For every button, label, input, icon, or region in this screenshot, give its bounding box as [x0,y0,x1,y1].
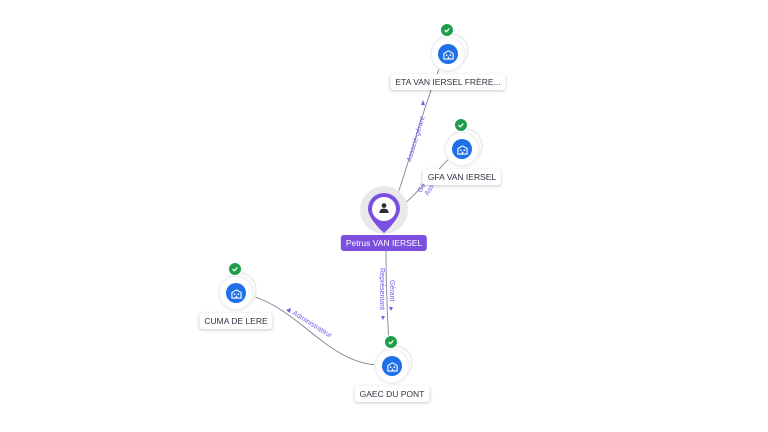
person-icon [379,203,389,213]
verified-check-icon [228,262,242,276]
company-icon-wrap [220,262,252,309]
person-name-label: Petrus VAN IERSEL [340,235,428,251]
edge-arrow-cuma [286,308,291,313]
verified-check-icon [384,335,398,349]
edge-gaec-cuma [251,295,381,366]
building-icon [442,49,454,60]
edge-label-gaec-1: Gérant [388,280,395,301]
building-icon [456,144,468,155]
edge-arrow-gaec-rep [389,307,393,311]
edge-arrow-eta [421,100,425,105]
company-icon-wrap [432,23,464,70]
company-label: GFA VAN IERSEL [422,169,502,185]
company-label: ETA VAN IERSEL FRÈRE... [390,74,506,90]
company-label: CUMA DE LERE [199,313,273,329]
company-icon-wrap [376,335,408,382]
verified-check-icon [440,23,454,37]
company-label: GAEC DU PONT [354,386,430,402]
edge-label-gaec-2: Représentant [378,268,385,310]
building-icon [230,288,242,299]
building-icon [386,361,398,372]
edge-label-cuma: Administrateur [291,310,334,340]
verified-check-icon [454,118,468,132]
edge-label-eta: Associé-gérant [406,116,426,163]
company-icon-wrap [446,118,478,165]
edge-arrow-gaec [381,316,385,320]
